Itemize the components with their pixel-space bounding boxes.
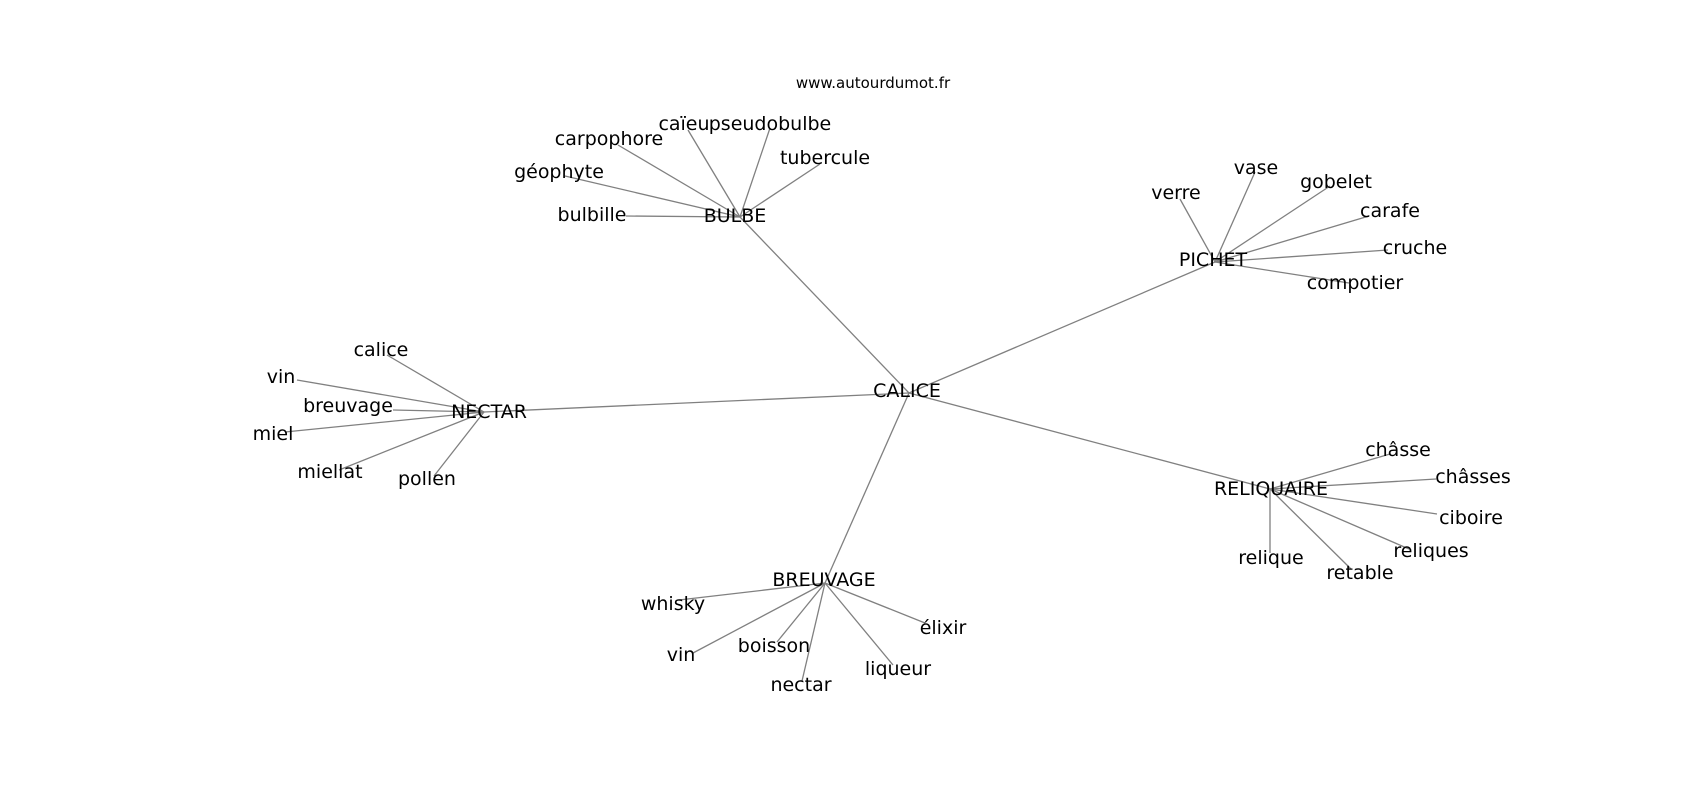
source-label: www.autourdumot.fr: [796, 74, 951, 92]
leaf-node-pichet-compotier: compotier: [1307, 272, 1404, 294]
hub-node-breuvage: BREUVAGE: [772, 569, 875, 591]
hub-node-bulbe: BULBE: [704, 205, 767, 227]
edge-calice-nectar: [483, 392, 910, 413]
edge-breuvage-nectar: [801, 582, 826, 682]
leaf-node-nectar-vin: vin: [267, 366, 296, 388]
leaf-node-pichet-vase: vase: [1234, 157, 1278, 179]
leaf-node-bulbe-carpophore: carpophore: [555, 128, 663, 150]
center-node-label: CALICE: [873, 380, 941, 402]
leaf-node-breuvage-boisson: boisson: [738, 635, 810, 657]
leaf-node-reliquaire-ciboire: ciboire: [1439, 507, 1503, 529]
leaf-node-bulbe-geophyte: géophyte: [514, 161, 604, 183]
leaf-node-nectar-miel: miel: [253, 423, 294, 445]
leaf-node-nectar-calice: calice: [354, 339, 409, 361]
leaf-node-nectar-breuvage: breuvage: [303, 395, 393, 417]
edge-breuvage-elixir: [824, 582, 926, 624]
leaf-node-pichet-carafe: carafe: [1360, 200, 1420, 222]
edge-calice-breuvage: [824, 392, 910, 584]
leaf-node-breuvage-elixir: élixir: [920, 617, 967, 639]
leaf-node-bulbe-pseudobulbe: pseudobulbe: [709, 113, 832, 135]
edge-bulbe-geophyte: [564, 175, 741, 218]
leaf-node-reliquaire-reliques: reliques: [1393, 540, 1468, 562]
leaf-node-nectar-pollen: pollen: [398, 468, 456, 490]
edge-calice-pichet: [908, 261, 1216, 394]
edge-nectar-miel: [284, 411, 485, 433]
leaf-node-breuvage-whisky: whisky: [641, 593, 705, 615]
leaf-node-bulbe-caieu: caïeu: [658, 113, 709, 135]
edge-pichet-carafe: [1214, 215, 1370, 263]
edge-bulbe-bulbille: [625, 215, 741, 218]
leaf-node-breuvage-nectar: nectar: [770, 674, 831, 696]
edge-reliquaire-reliques: [1269, 488, 1410, 550]
hub-node-nectar: NECTAR: [451, 401, 527, 423]
leaf-node-reliquaire-relique: relique: [1238, 547, 1303, 569]
edges: [284, 127, 1438, 682]
edge-reliquaire-chasse: [1269, 453, 1391, 490]
edge-bulbe-carpophore: [617, 144, 741, 218]
edge-calice-bulbe: [739, 216, 910, 394]
leaf-node-breuvage-liqueur: liqueur: [865, 658, 931, 680]
leaf-node-pichet-cruche: cruche: [1383, 237, 1447, 259]
edge-pichet-compotier: [1214, 261, 1350, 284]
edge-nectar-calice: [386, 354, 485, 413]
leaf-node-reliquaire-chasse: châsse: [1365, 439, 1431, 461]
hub-node-reliquaire: RELIQUAIRE: [1214, 478, 1328, 500]
edge-nectar-miellat: [338, 411, 485, 471]
leaf-node-nectar-miellat: miellat: [297, 461, 362, 483]
edge-pichet-cruche: [1214, 249, 1389, 263]
edge-breuvage-liqueur: [824, 582, 894, 666]
leaf-node-reliquaire-retable: retable: [1326, 562, 1393, 584]
leaf-node-reliquaire-chasses: châsses: [1435, 466, 1511, 488]
edge-bulbe-tubercule: [739, 163, 821, 218]
edge-reliquaire-chasses: [1269, 478, 1437, 490]
edge-nectar-vin: [296, 379, 485, 413]
edge-pichet-gobelet: [1214, 185, 1331, 263]
leaf-node-breuvage-vin: vin: [667, 644, 696, 666]
leaf-node-pichet-verre: verre: [1151, 182, 1201, 204]
edge-breuvage-whisky: [678, 582, 826, 601]
edge-pichet-verre: [1179, 198, 1216, 263]
leaf-node-pichet-gobelet: gobelet: [1300, 171, 1372, 193]
edge-breuvage-vin: [692, 582, 826, 654]
edge-reliquaire-retable: [1269, 488, 1352, 570]
hub-node-pichet: PICHET: [1179, 249, 1248, 271]
edge-bulbe-pseudobulbe: [739, 127, 771, 218]
edge-pichet-vase: [1214, 171, 1256, 263]
edge-breuvage-boisson: [776, 582, 826, 643]
edge-bulbe-caieu: [687, 129, 741, 218]
edge-nectar-breuvage: [392, 409, 485, 413]
leaf-node-bulbe-tubercule: tubercule: [780, 147, 870, 169]
leaf-node-bulbe-bulbille: bulbille: [558, 204, 627, 226]
edge-calice-reliquaire: [908, 392, 1271, 490]
edge-reliquaire-ciboire: [1269, 488, 1438, 515]
edge-nectar-pollen: [433, 411, 485, 477]
